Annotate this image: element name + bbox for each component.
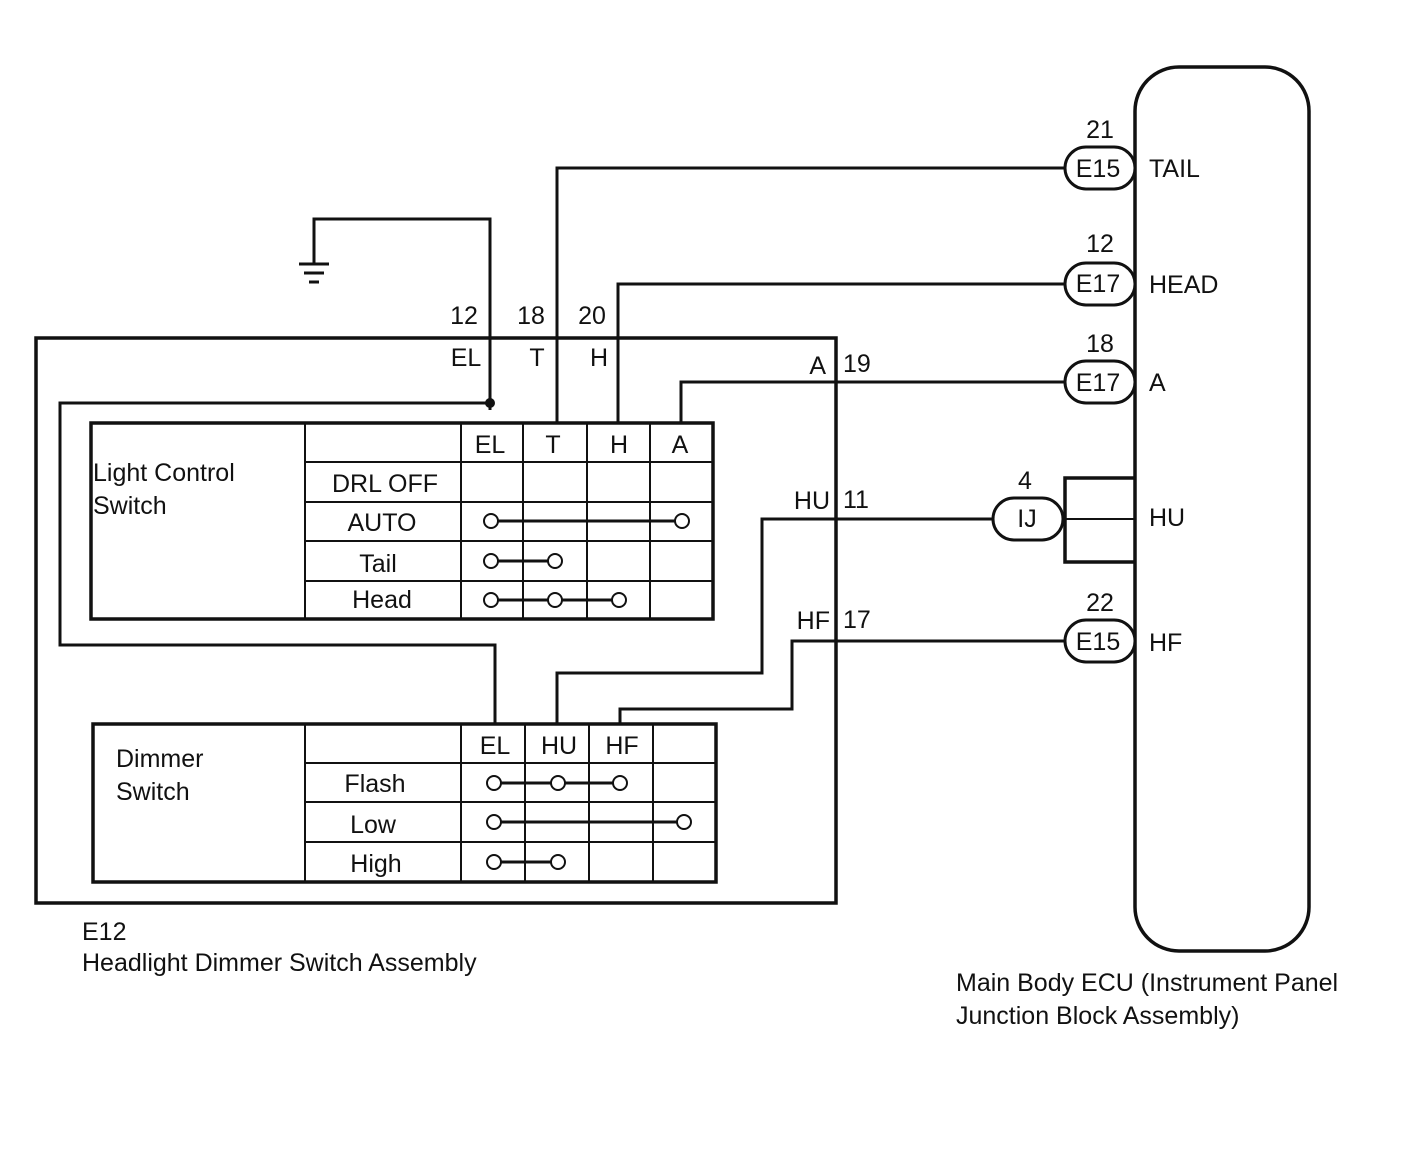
lc-row-auto: AUTO xyxy=(348,509,417,537)
dimmer-table xyxy=(91,722,718,884)
ecu-pin-a: 18 xyxy=(1086,330,1114,358)
pin-label-t: T xyxy=(529,344,544,372)
ecu-name: Main Body ECU (Instrument Panel xyxy=(956,969,1338,997)
ecu-conn-head: E17 xyxy=(1076,270,1120,298)
lc-col-h: H xyxy=(610,431,628,459)
internal-wiring xyxy=(58,166,1065,724)
ecu-conn-tail: E15 xyxy=(1076,155,1120,183)
dim-col-hf: HF xyxy=(605,732,638,760)
ground-wire xyxy=(312,217,492,410)
ecu-label-hf: HF xyxy=(1149,629,1182,657)
pin-label-h: H xyxy=(590,344,608,372)
dimmer-title-2: Switch xyxy=(116,778,190,806)
pin-num-t: 18 xyxy=(517,302,545,330)
ij-junction-bracket xyxy=(1063,476,1135,564)
pin-label-el: EL xyxy=(451,344,482,372)
ecu-label-a: A xyxy=(1149,369,1166,397)
pin-label-hu: HU xyxy=(794,487,830,515)
ecu-pin-head: 12 xyxy=(1086,230,1114,258)
light-control-title-2: Switch xyxy=(93,492,167,520)
pin-num-el: 12 xyxy=(450,302,478,330)
assembly-box xyxy=(34,336,838,905)
lc-row-drl-off: DRL OFF xyxy=(332,470,438,498)
ecu-conn-a: E17 xyxy=(1076,369,1120,397)
dim-continuity-high xyxy=(486,854,566,870)
ecu-name-2: Junction Block Assembly) xyxy=(956,1002,1239,1030)
lc-continuity-auto xyxy=(483,513,690,529)
assembly-id: E12 xyxy=(82,918,126,946)
dim-continuity-low xyxy=(486,814,692,830)
lc-row-tail: Tail xyxy=(359,550,397,578)
dimmer-title: Dimmer xyxy=(116,745,204,773)
ecu-pin-tail: 21 xyxy=(1086,116,1114,144)
pin-num-hu: 11 xyxy=(843,486,869,514)
connector-tail xyxy=(1063,145,1137,191)
lc-col-el: EL xyxy=(475,431,506,459)
ecu-label-tail: TAIL xyxy=(1149,155,1200,183)
lc-row-head: Head xyxy=(352,586,412,614)
dim-row-low: Low xyxy=(350,811,397,839)
ecu-pin-hu: 4 xyxy=(1018,467,1032,495)
ecu-conn-hu: IJ xyxy=(1017,505,1036,533)
dim-col-el: EL xyxy=(480,732,511,760)
junction-dot xyxy=(485,398,495,408)
pin-label-a: A xyxy=(809,352,826,380)
ground-icon xyxy=(299,262,329,284)
lc-col-a: A xyxy=(672,431,689,459)
connector-a xyxy=(1063,359,1137,405)
lc-continuity-tail xyxy=(483,553,563,569)
ecu-conn-hf: E15 xyxy=(1076,628,1120,656)
pin-label-hf: HF xyxy=(797,607,830,635)
ecu-label-hu: HU xyxy=(1149,504,1185,532)
lc-continuity-head xyxy=(483,592,627,608)
ecu-box xyxy=(1133,65,1311,953)
dim-row-flash: Flash xyxy=(344,770,405,798)
dim-col-hu: HU xyxy=(541,732,577,760)
assembly-name: Headlight Dimmer Switch Assembly xyxy=(82,949,477,977)
connector-head xyxy=(1063,261,1137,307)
dim-row-high: High xyxy=(350,850,401,878)
pin-num-a: 19 xyxy=(843,350,871,378)
pin-num-h: 20 xyxy=(578,302,606,330)
connector-hu xyxy=(991,496,1065,542)
light-control-title: Light Control xyxy=(93,459,235,487)
ecu-pin-hf: 22 xyxy=(1086,589,1114,617)
connector-hf xyxy=(1063,618,1137,664)
pin-num-hf: 17 xyxy=(843,606,871,634)
lc-col-t: T xyxy=(545,431,560,459)
dim-continuity-flash xyxy=(486,775,628,791)
ecu-label-head: HEAD xyxy=(1149,271,1218,299)
